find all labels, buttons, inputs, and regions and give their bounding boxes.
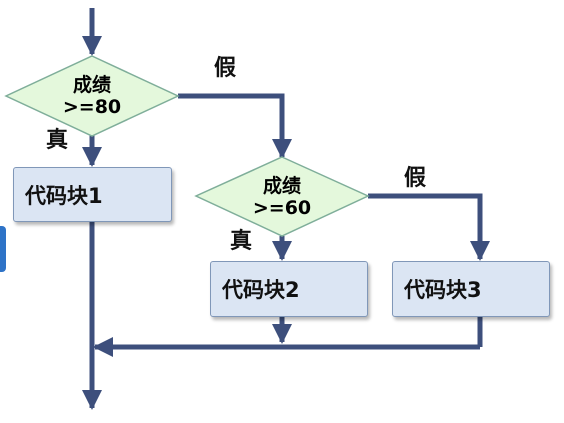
decision-2-false-label: 假 — [404, 166, 427, 191]
decision-1-shape — [4, 55, 180, 137]
decision-2-line2: >=60 — [252, 197, 312, 219]
code-block-2: 代码块2 — [210, 261, 368, 317]
code-block-3-label: 代码块3 — [404, 278, 482, 302]
decision-2-shape — [194, 156, 370, 237]
d2-false-connector — [368, 193, 490, 261]
decision-1-line1: 成绩 — [72, 74, 111, 96]
decision-1-line2: >=80 — [62, 96, 122, 118]
code-block-1: 代码块1 — [13, 167, 172, 222]
left-edge-tab — [0, 226, 6, 272]
decision-2-true-label: 真 — [230, 229, 253, 254]
code-block-1-label: 代码块1 — [25, 183, 103, 208]
code-block-2-label: 代码块2 — [222, 278, 300, 302]
decision-1-text: 成绩 >=80 — [42, 74, 142, 118]
code-block-3: 代码块3 — [392, 261, 550, 317]
decision-2-line1: 成绩 — [262, 175, 301, 197]
decision-1-true-label: 真 — [46, 128, 69, 153]
decision-2-text: 成绩 >=60 — [232, 175, 332, 219]
decision-1-false-label: 假 — [214, 56, 237, 81]
d1-false-connector — [178, 93, 292, 159]
